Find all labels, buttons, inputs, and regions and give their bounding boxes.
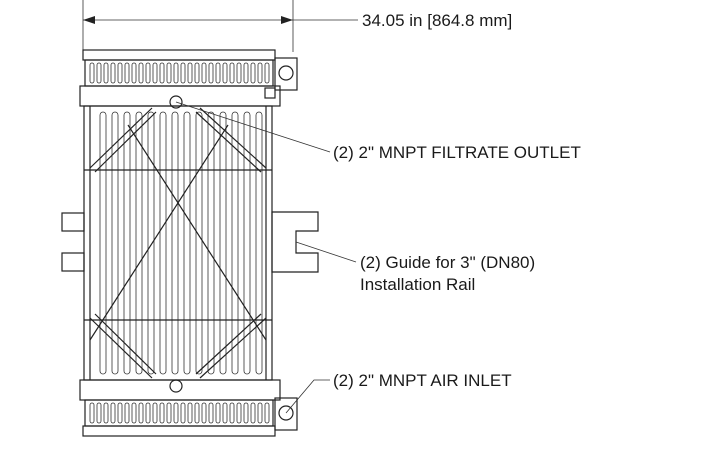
membrane-tube bbox=[147, 111, 155, 375]
header-fin bbox=[96, 62, 102, 84]
header-fin bbox=[215, 402, 221, 424]
header-fin bbox=[215, 62, 221, 84]
header-fin bbox=[208, 62, 214, 84]
membrane-tube bbox=[183, 111, 191, 375]
header-fin bbox=[229, 62, 235, 84]
header-fin bbox=[89, 402, 95, 424]
header-fin bbox=[166, 402, 172, 424]
header-fin bbox=[257, 402, 263, 424]
membrane-tube bbox=[207, 111, 215, 375]
width-dimension: 34.05 in [864.8 mm] bbox=[82, 0, 512, 52]
membrane-tube bbox=[231, 111, 239, 375]
header-fin bbox=[89, 62, 95, 84]
header-fin bbox=[152, 402, 158, 424]
bottom-header bbox=[79, 379, 281, 437]
membrane-tube bbox=[159, 111, 167, 375]
filtrate-outlet-leader bbox=[175, 101, 331, 153]
filtrate-outlet-port bbox=[169, 95, 183, 109]
header-fin bbox=[264, 402, 270, 424]
top-header bbox=[79, 49, 281, 107]
header-fin bbox=[187, 62, 193, 84]
membrane-tube bbox=[171, 111, 179, 375]
header-fin bbox=[243, 402, 249, 424]
header-fin bbox=[257, 62, 263, 84]
membrane-tube bbox=[111, 111, 119, 375]
header-fin bbox=[194, 402, 200, 424]
header-fin bbox=[152, 62, 158, 84]
membrane-tube bbox=[255, 111, 263, 375]
header-fin bbox=[222, 402, 228, 424]
left-rail-guide bbox=[61, 212, 85, 272]
header-fin bbox=[117, 402, 123, 424]
header-fin bbox=[124, 402, 130, 424]
header-fin bbox=[173, 62, 179, 84]
width-dimension-label: 34.05 in [864.8 mm] bbox=[362, 11, 512, 30]
header-fin bbox=[110, 62, 116, 84]
header-fin bbox=[201, 402, 207, 424]
header-fin bbox=[103, 402, 109, 424]
air-inlet-leader bbox=[285, 379, 330, 414]
header-fin bbox=[222, 62, 228, 84]
membrane-tube bbox=[243, 111, 251, 375]
header-fin bbox=[145, 402, 151, 424]
header-fin bbox=[145, 62, 151, 84]
membrane-tube bbox=[195, 111, 203, 375]
header-fin bbox=[103, 62, 109, 84]
membrane-tube bbox=[135, 111, 143, 375]
air-inlet-side-fitting bbox=[274, 397, 298, 431]
header-fin bbox=[201, 62, 207, 84]
header-fin bbox=[229, 402, 235, 424]
membrane-tube bbox=[99, 111, 107, 375]
header-fin bbox=[166, 62, 172, 84]
header-fin bbox=[243, 62, 249, 84]
header-fin bbox=[208, 402, 214, 424]
header-fin bbox=[264, 62, 270, 84]
filtrate-outlet-label: (2) 2" MNPT FILTRATE OUTLET bbox=[333, 143, 581, 162]
header-fin bbox=[124, 62, 130, 84]
header-fin bbox=[250, 62, 256, 84]
guide-leader bbox=[295, 241, 357, 263]
header-fin bbox=[180, 62, 186, 84]
header-fin bbox=[236, 402, 242, 424]
right-rail-guide bbox=[271, 211, 319, 273]
header-fin bbox=[194, 62, 200, 84]
header-fin bbox=[236, 62, 242, 84]
header-fin bbox=[96, 402, 102, 424]
header-fin bbox=[159, 62, 165, 84]
header-fin bbox=[110, 402, 116, 424]
header-fin bbox=[117, 62, 123, 84]
header-fin bbox=[138, 402, 144, 424]
air-inlet-label: (2) 2" MNPT AIR INLET bbox=[333, 371, 512, 390]
header-fin bbox=[159, 402, 165, 424]
header-fin bbox=[131, 402, 137, 424]
header-fin bbox=[138, 62, 144, 84]
guide-label-line2: Installation Rail bbox=[360, 275, 475, 294]
header-fin bbox=[131, 62, 137, 84]
module-frame bbox=[83, 105, 273, 381]
membrane-tube bbox=[123, 111, 131, 375]
guide-label-line1: (2) Guide for 3" (DN80) bbox=[360, 253, 535, 272]
header-fin bbox=[187, 402, 193, 424]
air-inlet-port bbox=[169, 379, 183, 393]
filtrate-outlet-side-fitting bbox=[274, 57, 298, 91]
header-fin bbox=[173, 402, 179, 424]
header-fin bbox=[250, 402, 256, 424]
membrane-tube bbox=[219, 111, 227, 375]
header-fin bbox=[180, 402, 186, 424]
